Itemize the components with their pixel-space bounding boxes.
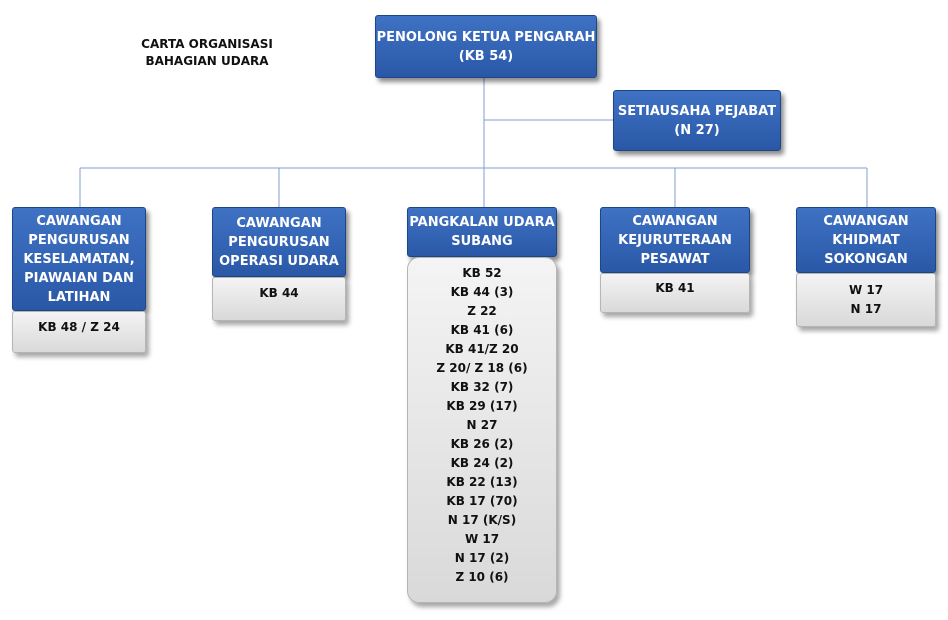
grade-box-air-operations: KB 44 xyxy=(212,277,346,321)
grade-item: KB 41 (6) xyxy=(450,323,514,337)
branch-box-support-services: CAWANGAN KHIDMAT SOKONGAN xyxy=(796,207,936,273)
branch-title-line: SOKONGAN xyxy=(824,251,908,267)
branch-box-aircraft-engineering: CAWANGAN KEJURUTERAAN PESAWAT xyxy=(600,207,750,273)
branch-title-line: SUBANG xyxy=(451,234,513,249)
branch-title-line: KHIDMAT xyxy=(832,232,900,248)
grade-item: KB 48 / Z 24 xyxy=(38,320,120,334)
branch-title-line: KEJURUTERAAN xyxy=(618,232,732,248)
branch-title-line: PESAWAT xyxy=(640,251,710,267)
secretary-box: SETIAUSAHA PEJABAT (N 27) xyxy=(613,90,781,151)
head-position-box: PENOLONG KETUA PENGARAH (KB 54) xyxy=(375,15,597,78)
branch-title-line: OPERASI UDARA xyxy=(219,253,339,269)
branch-title-line: CAWANGAN xyxy=(236,215,322,231)
branch-title-line: LATIHAN xyxy=(47,289,111,305)
head-position-grade: (KB 54) xyxy=(458,48,514,64)
grade-item: KB 52 xyxy=(462,266,502,280)
grade-box-subang-air-base: KB 52 KB 44 (3) Z 22 KB 41 (6) KB 41/Z 2… xyxy=(407,257,557,603)
branch-title-line: PENGURUSAN xyxy=(228,234,330,250)
branch-title-line: CAWANGAN xyxy=(632,213,718,229)
grade-item: N 27 xyxy=(466,418,498,432)
grade-item: W 17 xyxy=(464,532,500,546)
grade-box-support-services: W 17 N 17 xyxy=(796,273,936,327)
branch-title-line: PIAWAIAN DAN xyxy=(24,270,134,286)
grade-item: KB 17 (70) xyxy=(446,494,518,508)
branch-box-safety-standards-training: CAWANGAN PENGURUSAN KESELAMATAN, PIAWAIA… xyxy=(12,207,146,311)
chart-title-line-1: CARTA ORGANISASI xyxy=(141,37,273,51)
branch-title-line: PENGURUSAN xyxy=(28,232,130,248)
grade-item: KB 32 (7) xyxy=(450,380,514,394)
grade-item: N 17 (2) xyxy=(454,551,510,565)
branch-title-line: CAWANGAN xyxy=(823,213,909,229)
grade-item: KB 41 xyxy=(655,281,695,295)
secretary-grade: (N 27) xyxy=(674,122,720,138)
branch-box-subang-air-base: PANGKALAN UDARA SUBANG xyxy=(407,207,557,257)
head-position-title: PENOLONG KETUA PENGARAH xyxy=(376,29,596,45)
grade-item: W 17 xyxy=(848,283,884,297)
chart-title-line-2: BAHAGIAN UDARA xyxy=(145,54,269,68)
branch-title-line: PANGKALAN UDARA xyxy=(409,215,555,230)
grade-item: KB 22 (13) xyxy=(446,475,518,489)
branch-box-air-operations: CAWANGAN PENGURUSAN OPERASI UDARA xyxy=(212,207,346,277)
grade-item: N 17 (K/S) xyxy=(447,513,517,527)
grade-box-aircraft-engineering: KB 41 xyxy=(600,273,750,313)
grade-item: Z 10 (6) xyxy=(455,570,509,584)
grade-item: N 17 xyxy=(850,302,882,316)
grade-box-safety-standards-training: KB 48 / Z 24 xyxy=(12,311,146,353)
grade-item: Z 22 xyxy=(467,304,497,318)
grade-item: KB 29 (17) xyxy=(446,399,518,413)
grade-item: KB 44 xyxy=(259,286,299,300)
branch-title-line: KESELAMATAN, xyxy=(23,251,135,267)
grade-item: KB 26 (2) xyxy=(450,437,514,451)
grade-item: Z 20/ Z 18 (6) xyxy=(436,361,528,375)
grade-item: KB 24 (2) xyxy=(450,456,514,470)
grade-item: KB 44 (3) xyxy=(450,285,514,299)
chart-title: CARTA ORGANISASI BAHAGIAN UDARA xyxy=(122,36,292,70)
branch-title-line: CAWANGAN xyxy=(36,213,122,229)
grade-item: KB 41/Z 20 xyxy=(445,342,519,356)
secretary-title: SETIAUSAHA PEJABAT xyxy=(617,103,777,119)
